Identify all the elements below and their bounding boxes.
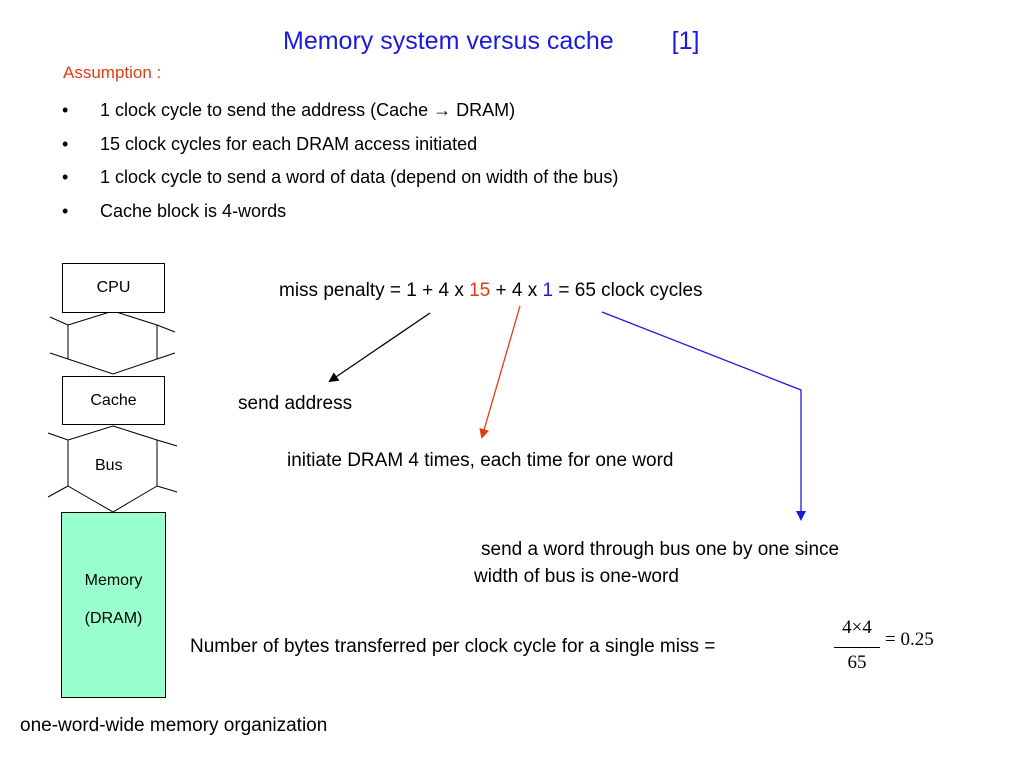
title-text: Memory system versus cache <box>283 27 614 55</box>
equation-part-1: miss penalty = 1 + 4 x <box>279 280 470 301</box>
assumption-list: • 1 clock cycle to send the address (Cach… <box>62 96 618 230</box>
send-address-label: send address <box>238 393 353 414</box>
bus-label: Bus <box>95 457 123 474</box>
equation-value-15: 15 <box>469 280 491 301</box>
bytes-per-cycle-fraction: 4×4 65 = 0.25 <box>826 617 956 677</box>
cpu-label: CPU <box>96 279 131 296</box>
bullet-text: 15 clock cycles for each DRAM access ini… <box>100 133 478 154</box>
miss-penalty-equation: miss penalty = 1 + 4 x 15 + 4 x 1 = 65 c… <box>279 280 703 302</box>
bullet-dot: • <box>62 167 69 188</box>
diagram-caption: one-word-wide memory organization <box>20 715 328 736</box>
arrow-initiate-dram <box>479 305 521 439</box>
bullet-text: Cache block is 4-words <box>100 200 287 221</box>
fraction-numerator: 4×4 <box>842 617 872 638</box>
fraction-result: = 0.25 <box>885 629 934 650</box>
dram-label: (DRAM) <box>84 610 143 627</box>
cache-box: Cache <box>62 376 165 425</box>
bullet-text: 1 clock cycle to send a word of data (de… <box>100 167 619 188</box>
bullet-item: • 15 clock cycles for each DRAM access in… <box>62 130 618 164</box>
bullet-text: 1 clock cycle to send the address (Cache… <box>100 100 516 120</box>
cache-label: Cache <box>90 392 137 409</box>
page-title: Memory system versus cache [1] <box>283 27 699 56</box>
cpu-cache-connector <box>49 310 176 375</box>
bytes-per-cycle-label: Number of bytes transferred per clock cy… <box>190 636 716 657</box>
equation-value-1: 1 <box>542 280 554 301</box>
equation-part-3: = 65 clock cycles <box>553 280 703 301</box>
bullet-item: • 1 clock cycle to send a word of data (d… <box>62 163 618 197</box>
cpu-box: CPU <box>62 263 165 313</box>
bullet-item: • Cache block is 4-words <box>62 197 618 231</box>
initiate-dram-label: initiate DRAM 4 times, each time for one… <box>287 450 674 471</box>
fraction-denominator: 65 <box>847 652 867 673</box>
bullet-dot: • <box>62 133 69 154</box>
send-word-label-line1: send a word through bus one by one since <box>481 539 840 560</box>
memory-box: Memory (DRAM) <box>61 512 166 698</box>
send-word-label-line2: width of bus is one-word <box>474 566 679 587</box>
arrow-send-address <box>328 312 431 383</box>
bullet-dot: • <box>62 100 69 120</box>
assumption-label: Assumption : <box>63 63 162 82</box>
arrow-send-word <box>601 311 806 521</box>
fraction-bar <box>834 647 880 648</box>
title-reference: [1] <box>671 27 700 55</box>
bullet-item: • 1 clock cycle to send the address (Cach… <box>62 96 618 130</box>
equation-part-2: + 4 x <box>490 280 543 301</box>
bullet-dot: • <box>62 200 69 221</box>
memory-label: Memory <box>84 572 143 589</box>
